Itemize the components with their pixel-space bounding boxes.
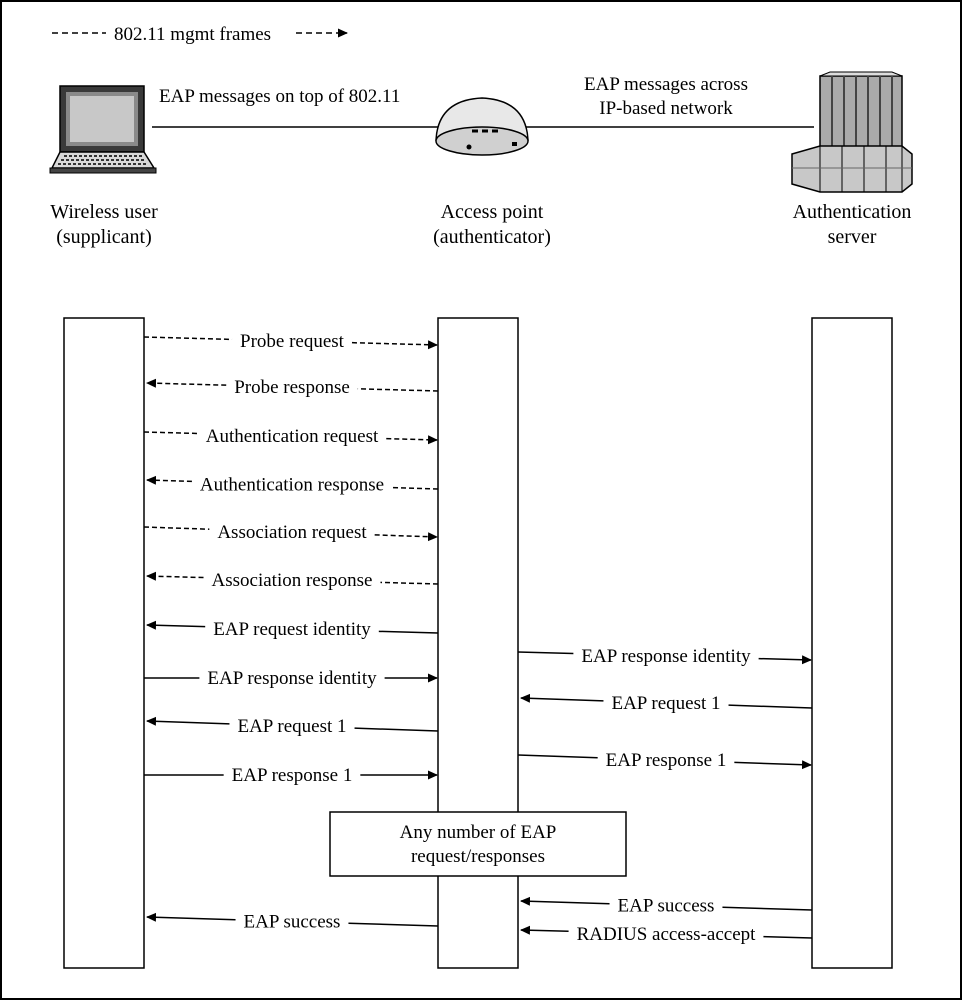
message-arrow <box>348 922 439 927</box>
message-label: EAP response 1 <box>232 765 353 786</box>
message-label: Authentication response <box>200 475 384 496</box>
message-label: Association response <box>212 570 373 591</box>
message-arrow <box>758 655 812 665</box>
legend-label: 802.11 mgmt frames <box>114 24 271 45</box>
message-arrow <box>143 526 210 530</box>
message-arrow <box>728 704 813 709</box>
message-arrow <box>357 388 439 392</box>
message-label: EAP request 1 <box>611 693 720 714</box>
access-point-icon <box>435 97 529 156</box>
message-label: EAP success <box>244 912 341 933</box>
message-arrow <box>143 336 233 341</box>
message-arrow <box>354 727 439 732</box>
message-label: EAP success <box>618 896 715 917</box>
message-arrow <box>374 532 438 542</box>
ip-link-label-line1: EAP messages across <box>584 74 748 95</box>
message-arrow <box>520 896 610 906</box>
message-arrow <box>146 571 204 581</box>
message-label: EAP request 1 <box>237 716 346 737</box>
message-arrow <box>146 475 192 485</box>
laptop-icon <box>49 85 157 174</box>
server-lifeline <box>811 317 893 969</box>
legend: 802.11 mgmt frames <box>52 24 348 45</box>
ap-title: Access point <box>441 201 544 223</box>
note-box: Any number of EAP request/responses <box>329 811 627 877</box>
message-label: Authentication request <box>206 426 379 447</box>
user-title: Wireless user <box>50 201 158 223</box>
message-label: EAP response identity <box>207 668 377 689</box>
user-lifeline <box>63 317 145 969</box>
message-label: EAP request identity <box>213 619 371 640</box>
server-title: Authentication <box>793 201 912 223</box>
message-arrow <box>392 486 439 490</box>
message-arrow <box>763 935 813 939</box>
message-arrow <box>351 340 438 350</box>
note-line1: Any number of EAP <box>400 822 557 843</box>
message-arrow <box>380 581 439 585</box>
message-label: EAP response identity <box>581 646 751 667</box>
server-icon <box>791 71 913 193</box>
message-arrow <box>517 754 598 759</box>
message-arrow <box>143 431 198 435</box>
ip-link-label-line2: IP-based network <box>599 98 733 119</box>
message-arrow <box>378 630 439 634</box>
message-arrow <box>146 912 236 922</box>
message-arrow <box>520 693 604 703</box>
server-subtitle: server <box>828 226 877 248</box>
message-label: Probe response <box>234 377 350 398</box>
message-arrow <box>146 716 230 726</box>
message-arrow <box>722 906 813 911</box>
message-arrow <box>386 435 438 445</box>
message-label: Association request <box>217 522 367 543</box>
user-subtitle: (supplicant) <box>56 226 152 248</box>
ap-subtitle: (authenticator) <box>433 226 551 248</box>
message-arrow <box>146 620 206 630</box>
wireless-link-label: EAP messages on top of 802.11 <box>159 86 400 107</box>
message-arrow <box>520 925 569 935</box>
note-line2: request/responses <box>411 846 545 867</box>
message-label: RADIUS access-accept <box>577 924 757 945</box>
message-label: Probe request <box>240 331 345 352</box>
message-label: EAP response 1 <box>606 750 727 771</box>
message-arrow <box>517 651 574 655</box>
message-arrow <box>146 378 227 388</box>
message-arrow <box>734 760 812 770</box>
